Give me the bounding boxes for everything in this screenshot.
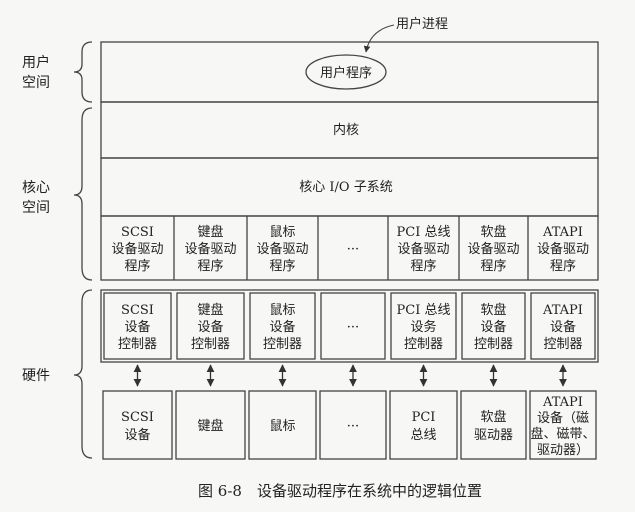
controller-mouse-line-2: 设备 [269,319,295,335]
controller-scsi-line-1: SCSI [121,303,154,318]
driver-pci-line-2: 设备驱动 [397,241,449,257]
device-ellipsis-line-1: ··· [347,419,359,434]
device-atapi-line-4: 驱动器） [537,443,589,458]
controller-scsi-line-3: 控制器 [118,337,157,352]
user-space-label-2: 空间 [22,75,50,91]
user-process-pointer [363,24,395,53]
device-box-ellipsis [319,390,387,460]
driver-scsi-line-3: 程序 [124,259,150,274]
controller-scsi-line-2: 设备 [124,319,150,335]
driver-ellipsis-line-1: ··· [347,242,359,257]
controller-box-ellipsis [320,292,386,360]
driver-keyboard-line-1: 键盘 [197,224,223,240]
driver-atapi-line-3: 程序 [550,259,576,274]
controller-box-floppy [461,292,526,360]
device-box-atapi [529,390,597,460]
hardware-brace [73,289,93,459]
figure-caption: 图 6-8 设备驱动程序在系统中的逻辑位置 [198,482,482,500]
device-mouse-line-1: 鼠标 [269,419,295,434]
kernel-text: 内核 [333,122,359,138]
device-floppy-line-2: 驱动器 [474,428,513,443]
controller-floppy-line-1: 软盘 [480,302,506,318]
driver-floppy-line-1: 软盘 [480,224,506,240]
driver-row-box [100,215,599,281]
device-floppy-line-1: 软盘 [480,409,506,425]
driver-keyboard-line-2: 设备驱动 [184,241,236,257]
user-space-label-1: 用户 [22,54,50,71]
controller-mouse-line-1: 鼠标 [269,303,295,318]
driver-mouse-line-1: 鼠标 [269,225,295,240]
device-box-mouse [248,390,317,460]
hardware-outer-box [100,289,599,363]
kernel-space-label-1: 核心 [22,180,50,196]
device-box-scsi [102,390,173,460]
controller-atapi-line-2: 设备 [550,319,576,335]
driver-floppy-line-2: 设备驱动 [467,241,519,257]
driver-scsi-line-2: 设备驱动 [111,241,163,257]
controller-ellipsis-line-1: ··· [347,320,359,335]
device-atapi-line-1: ATAPI [542,395,583,410]
controller-box-scsi [103,292,172,360]
driver-floppy-line-3: 程序 [480,259,506,274]
controller-keyboard-line-2: 设备 [197,319,223,335]
device-box-pci [389,390,458,460]
device-atapi-line-3: 盘、磁带、 [530,426,595,442]
device-box-keyboard [175,390,246,460]
controller-floppy-line-3: 控制器 [474,337,513,352]
kernel-space-brace [73,107,93,281]
device-box-floppy [460,390,527,460]
controller-keyboard-line-1: 键盘 [197,302,223,318]
controller-keyboard-line-3: 控制器 [191,337,230,352]
user-space-brace [73,41,93,103]
controller-pci-line-2: 设务 [410,319,436,335]
driver-mouse-line-3: 程序 [269,259,295,274]
io-subsystem-text: 核心 I/O 子系统 [299,180,392,195]
driver-atapi-line-2: 设备驱动 [537,241,589,257]
driver-atapi-line-1: ATAPI [542,225,583,240]
controller-pci-line-1: PCI 总线 [397,303,451,318]
driver-pci-line-1: PCI 总线 [397,225,451,240]
controller-box-pci [390,292,457,360]
device-scsi-line-1: SCSI [121,410,154,425]
device-scsi-line-2: 设备 [124,427,150,443]
device-atapi-line-2: 设备（磁 [537,410,589,426]
driver-pci-line-3: 程序 [410,259,436,274]
user-program-ellipse [305,54,387,90]
device-pci-line-2: 总线 [410,428,436,443]
controller-box-keyboard [176,292,245,360]
controller-pci-line-3: 控制器 [404,337,443,352]
user-program-text: 用户程序 [320,65,372,81]
driver-mouse-line-2: 设备驱动 [256,241,308,257]
device-keyboard-line-1: 键盘 [197,418,223,434]
controller-box-mouse [249,292,316,360]
device-pci-line-1: PCI [412,410,436,425]
driver-keyboard-line-3: 程序 [197,259,223,274]
controller-mouse-line-3: 控制器 [263,337,302,352]
arrow-row [133,364,567,387]
kernel-space-label-2: 空间 [22,200,50,216]
controller-floppy-line-2: 设备 [480,319,506,335]
controller-box-atapi [530,292,596,360]
user-process-label: 用户进程 [396,16,448,32]
controller-atapi-line-1: ATAPI [542,303,583,318]
controller-atapi-line-3: 控制器 [543,337,582,352]
driver-scsi-line-1: SCSI [121,225,154,240]
hardware-label: 硬件 [22,368,50,384]
